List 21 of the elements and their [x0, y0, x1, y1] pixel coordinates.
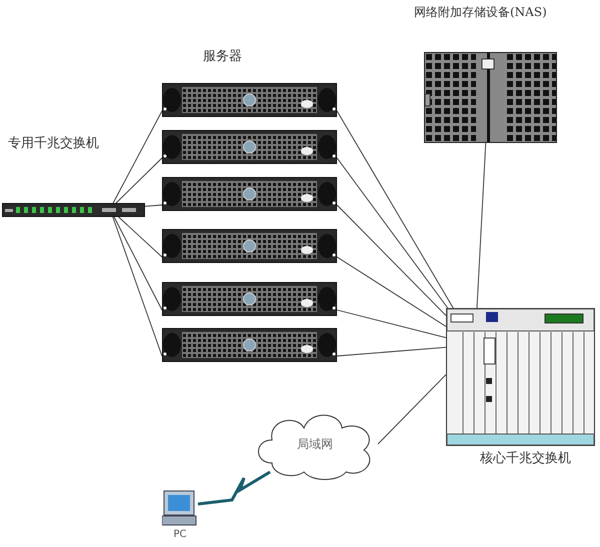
core-switch-label: 核心千兆交换机 [480, 452, 571, 466]
pc-label: PC [172, 528, 188, 542]
cable-line [336, 204, 446, 316]
cable-line [116, 158, 162, 204]
cable-line [112, 216, 162, 356]
wireless-link [198, 470, 271, 506]
nas-label: 网络附加存储设备(NAS) [414, 5, 547, 19]
cable-line [378, 374, 446, 444]
cable-line [336, 310, 446, 338]
group-heading: 服务器 [203, 50, 242, 64]
cloud-label: 局域网 [296, 437, 334, 451]
cable-line [114, 216, 162, 310]
cable-line [118, 216, 162, 258]
switch-label: 专用千兆交换机 [8, 137, 99, 151]
cable-line [336, 256, 446, 327]
cable-line [112, 110, 162, 204]
cable-line [336, 158, 448, 308]
cable-line [476, 142, 486, 308]
cable-line [336, 110, 454, 308]
cable-line [144, 204, 162, 207]
cable-line [336, 346, 446, 356]
